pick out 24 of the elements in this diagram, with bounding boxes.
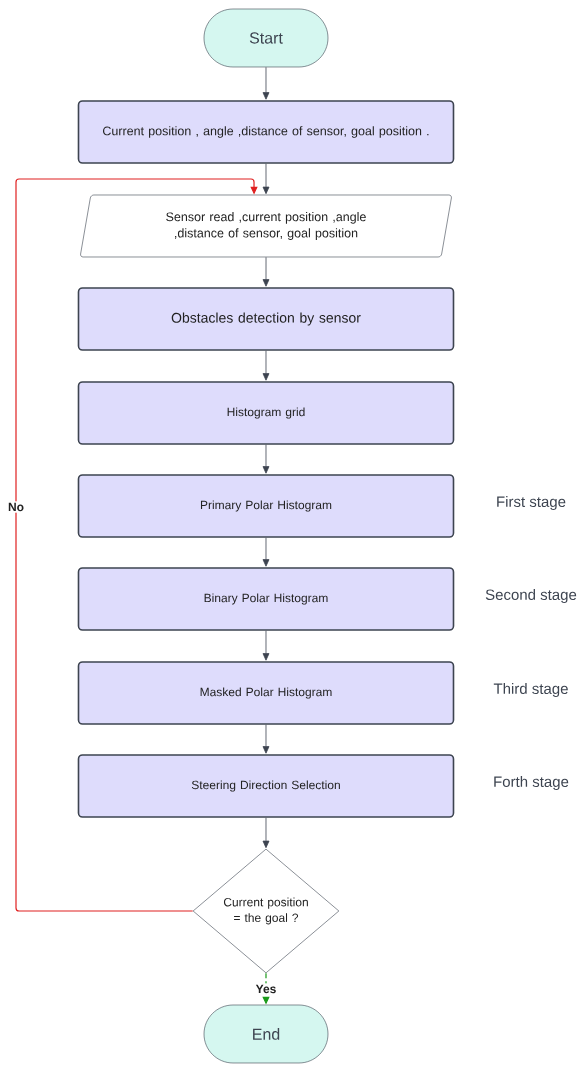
process-box: Binary Polar Histogram (77, 567, 455, 631)
process-box: Histogram grid (77, 381, 455, 445)
stage-label: Third stage (493, 683, 568, 697)
stage-label: Second stage (485, 589, 577, 603)
arrow (262, 724, 270, 754)
arrow (262, 444, 270, 474)
process-box: Current position , angle ,distance of sensor, goal position . (77, 100, 455, 164)
arrow (262, 256, 270, 287)
arrow (262, 66, 270, 100)
stage-label: Forth stage (494, 776, 569, 790)
arrow (262, 630, 270, 661)
edge-label: Yes (254, 983, 278, 995)
edge-label: No (6, 501, 26, 513)
process-box: Obstacles detection by sensor (77, 287, 455, 351)
stage-label: First stage (497, 496, 566, 510)
arrow (262, 537, 270, 567)
process-box: Primary Polar Histogram (77, 474, 455, 538)
arrow (262, 350, 270, 381)
input-parallelogram: Sensor read ,current position ,angle ,distance of sensor, goal position (80, 194, 452, 258)
arrow (262, 817, 270, 849)
process-box: Steering Direction Selection (77, 754, 455, 818)
arrow (262, 163, 270, 195)
arrow (15, 178, 258, 912)
process-box: Masked Polar Histogram (77, 661, 455, 725)
